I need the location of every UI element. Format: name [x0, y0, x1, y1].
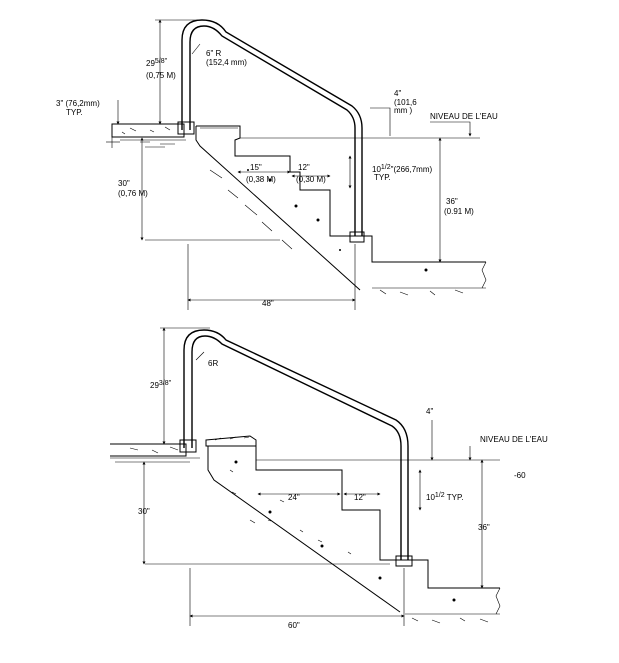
top-water-level-label: NIVEAU DE L'EAU	[430, 112, 498, 121]
bottom-stair-diagram: 293/8" 6R 4" NIVEAU DE L'EAU -60 24" 12"…	[110, 327, 548, 630]
top-rail-height-metric: (0,75 M)	[146, 71, 176, 80]
bottom-step-depth-label: 30"	[138, 507, 150, 516]
top-tread2-metric: (0,30 M)	[296, 175, 326, 184]
top-handrail	[177, 19, 365, 243]
top-tread2-label: 12"	[298, 163, 310, 172]
top-tread1-metric: (0,38 M)	[246, 175, 276, 184]
bottom-water-level-label: NIVEAU DE L'EAU	[480, 435, 548, 444]
top-stair-steps	[195, 125, 486, 291]
top-pool-depth-label: 36"	[446, 197, 458, 206]
bottom-pool-depth-label: 36"	[478, 523, 490, 532]
top-rail-anchor-floor	[349, 231, 365, 243]
bottom-radius-label: 6R	[208, 359, 218, 368]
top-rail-anchor-deck	[177, 121, 195, 135]
bottom-rail-above-water-label: 4"	[426, 407, 433, 416]
bottom-rail-height-label: 293/8"	[150, 380, 172, 390]
top-radius-label: 6" R	[206, 49, 222, 58]
bottom-width-label: 60"	[288, 621, 300, 630]
top-rail-height-label: 295/8"	[146, 58, 168, 68]
top-rail-above-water-label: 4"	[394, 89, 401, 98]
top-riser-typ: TYP.	[374, 173, 391, 182]
top-pool-depth-metric: (0.91 M)	[444, 207, 474, 216]
bottom-rail-anchor-deck	[179, 439, 197, 453]
top-deck-typ-label: TYP.	[66, 108, 83, 117]
bottom-tread2-label: 12"	[354, 493, 366, 502]
top-pool-deck	[111, 123, 186, 148]
bottom-stair-steps	[207, 445, 500, 613]
top-tread1-label: 15"	[250, 163, 262, 172]
top-rail-above-water-metric: (101,6	[394, 98, 417, 107]
top-stair-diagram: 295/8" (0,75 M) 6" R (152,4 mm) 3" (76,2…	[56, 19, 498, 310]
top-step-depth-label: 30"	[118, 179, 130, 188]
top-radius-metric: (152,4 mm)	[206, 58, 247, 67]
top-rail-above-water-metric2: mm )	[394, 106, 413, 115]
top-riser-label: 101/2"(266,7mm)	[372, 164, 432, 174]
bottom-pool-deck	[110, 435, 257, 463]
top-step-depth-metric: (0,76 M)	[118, 189, 148, 198]
bottom-tread1-label: 24"	[288, 493, 300, 502]
top-width-label: 48"	[262, 299, 274, 308]
bottom-side-mark: -60	[514, 471, 526, 480]
bottom-rail-anchor-floor	[395, 555, 413, 567]
bottom-riser-label: 101/2 TYP.	[426, 492, 463, 502]
bottom-handrail	[179, 329, 413, 567]
top-deck-thickness-label: 3" (76,2mm)	[56, 99, 100, 108]
